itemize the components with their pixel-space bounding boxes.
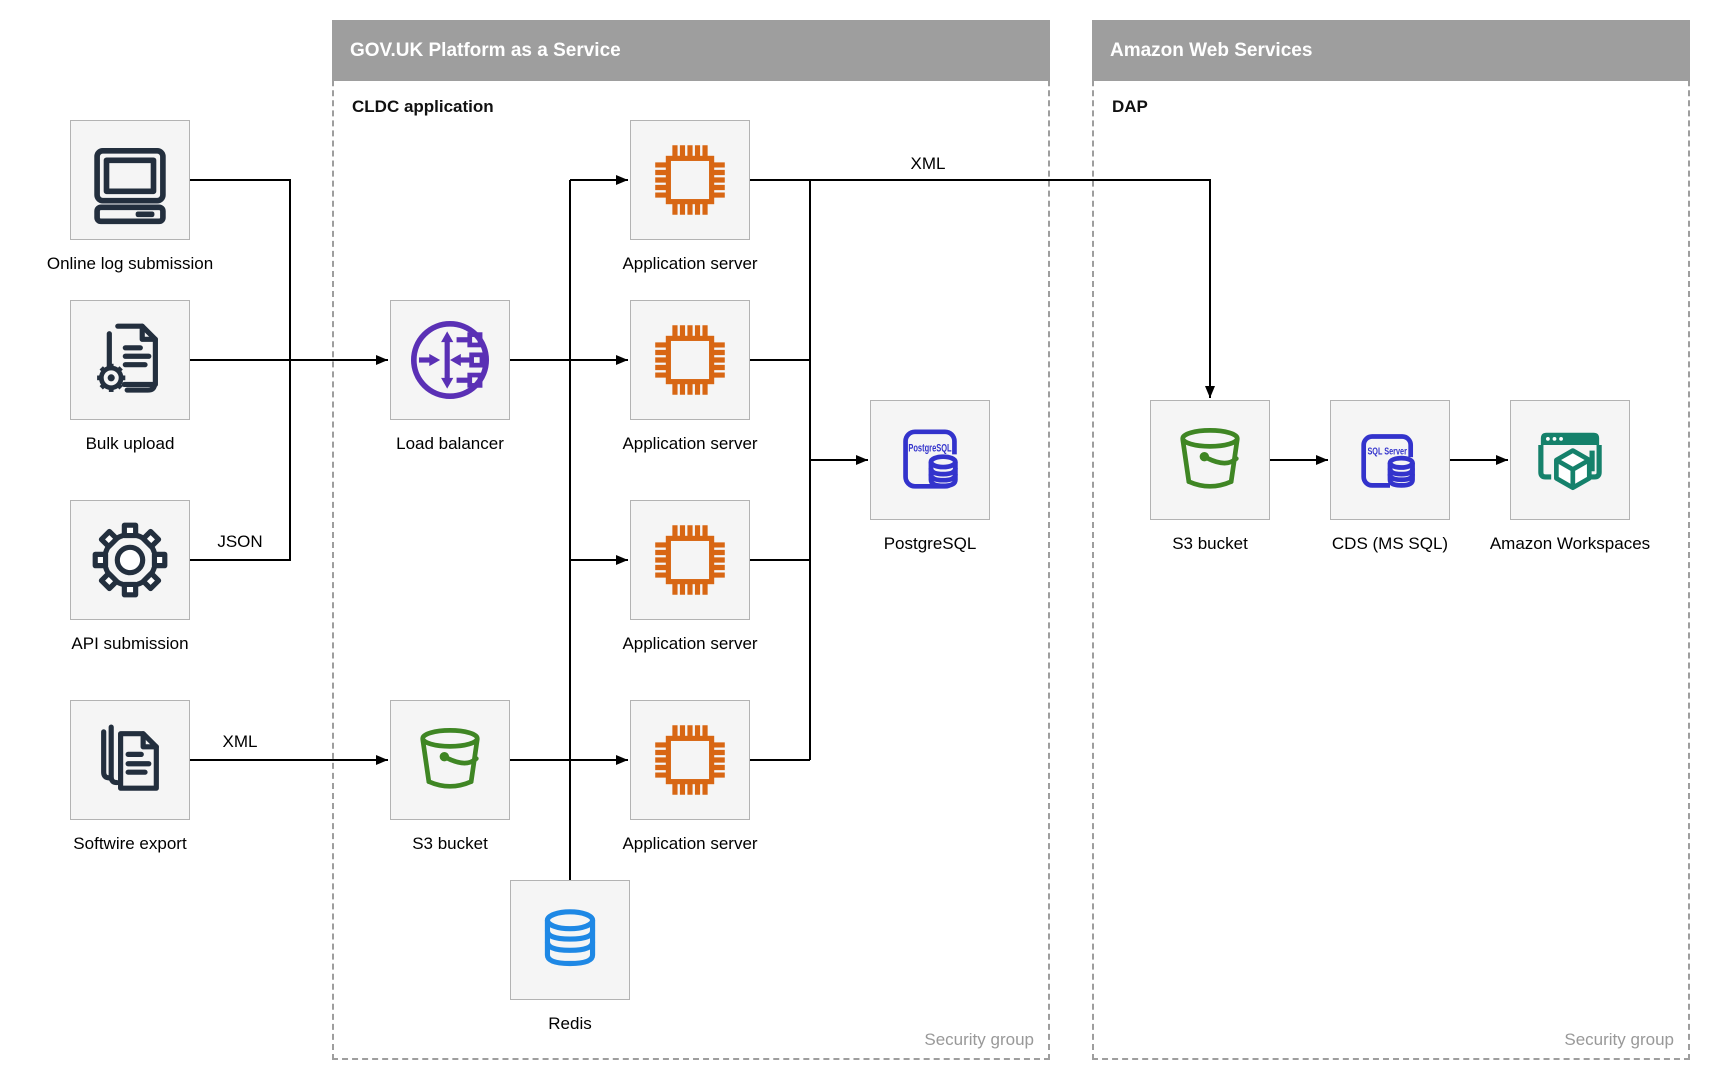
paas-security-group-label: Security group xyxy=(924,1030,1034,1049)
node-api-submission-label: API submission xyxy=(71,634,189,653)
aws-container-sublabel: DAP xyxy=(1112,97,1148,116)
chip-icon xyxy=(643,713,737,807)
node-redis xyxy=(510,880,630,1000)
node-online-log-submission-label: Online log submission xyxy=(46,254,214,273)
paas-container-sublabel: CLDC application xyxy=(352,97,494,116)
edge-label-xml-softwire: XML xyxy=(222,732,258,751)
node-load-balancer-label: Load balancer xyxy=(396,434,504,453)
database-icon xyxy=(523,893,617,987)
node-redis-label: Redis xyxy=(548,1014,592,1033)
node-bulk-upload-label: Bulk upload xyxy=(85,434,175,453)
node-cds-ms-sql: SQL Server xyxy=(1330,400,1450,520)
chip-icon xyxy=(643,513,737,607)
workspaces-icon xyxy=(1523,413,1617,507)
node-amazon-workspaces xyxy=(1510,400,1630,520)
node-cds-ms-sql-label: CDS (MS SQL) xyxy=(1331,534,1449,553)
edge-label-xml-top: XML xyxy=(910,154,946,173)
node-application-server-2 xyxy=(630,300,750,420)
load-balancer-icon xyxy=(403,313,497,407)
bucket-icon xyxy=(1163,413,1257,507)
chip-icon xyxy=(643,313,737,407)
node-application-server-4-label: Application server xyxy=(622,834,758,853)
node-bulk-upload xyxy=(70,300,190,420)
chip-icon xyxy=(643,133,737,227)
aws-container: Amazon Web Services DAP Security group xyxy=(1092,20,1690,1060)
node-softwire-export-label: Softwire export xyxy=(73,834,187,853)
node-postgresql-label: PostgreSQL xyxy=(883,534,977,553)
paas-container-header: GOV.UK Platform as a Service xyxy=(332,20,1050,81)
node-s3-bucket-paas-label: S3 bucket xyxy=(412,834,488,853)
gear-icon xyxy=(83,513,177,607)
document-gear-icon xyxy=(83,313,177,407)
paas-container: GOV.UK Platform as a Service CLDC applic… xyxy=(332,20,1050,1060)
postgresql-icon-text: PostgreSQL xyxy=(908,443,952,455)
sql-server-icon-text: SQL Server xyxy=(1367,446,1407,457)
documents-icon xyxy=(83,713,177,807)
node-softwire-export xyxy=(70,700,190,820)
edge-api-submission-merge xyxy=(190,360,291,561)
node-application-server-1 xyxy=(630,120,750,240)
node-application-server-1-label: Application server xyxy=(622,254,758,273)
aws-security-group-label: Security group xyxy=(1564,1030,1674,1049)
node-load-balancer xyxy=(390,300,510,420)
node-application-server-2-label: Application server xyxy=(622,434,758,453)
node-amazon-workspaces-label: Amazon Workspaces xyxy=(1489,534,1651,553)
node-api-submission xyxy=(70,500,190,620)
postgresql-icon: PostgreSQL xyxy=(903,429,962,489)
bucket-icon xyxy=(403,713,497,807)
node-s3-bucket-aws-label: S3 bucket xyxy=(1172,534,1248,553)
node-postgresql: PostgreSQL xyxy=(870,400,990,520)
node-online-log-submission xyxy=(70,120,190,240)
node-application-server-3-label: Application server xyxy=(622,634,758,653)
node-s3-bucket-aws xyxy=(1150,400,1270,520)
aws-container-header: Amazon Web Services xyxy=(1092,20,1690,81)
sql-server-icon: SQL Server xyxy=(1361,434,1421,489)
node-application-server-4 xyxy=(630,700,750,820)
node-application-server-3 xyxy=(630,500,750,620)
node-s3-bucket-paas xyxy=(390,700,510,820)
edge-label-json: JSON xyxy=(217,532,263,551)
computer-icon xyxy=(83,133,177,227)
